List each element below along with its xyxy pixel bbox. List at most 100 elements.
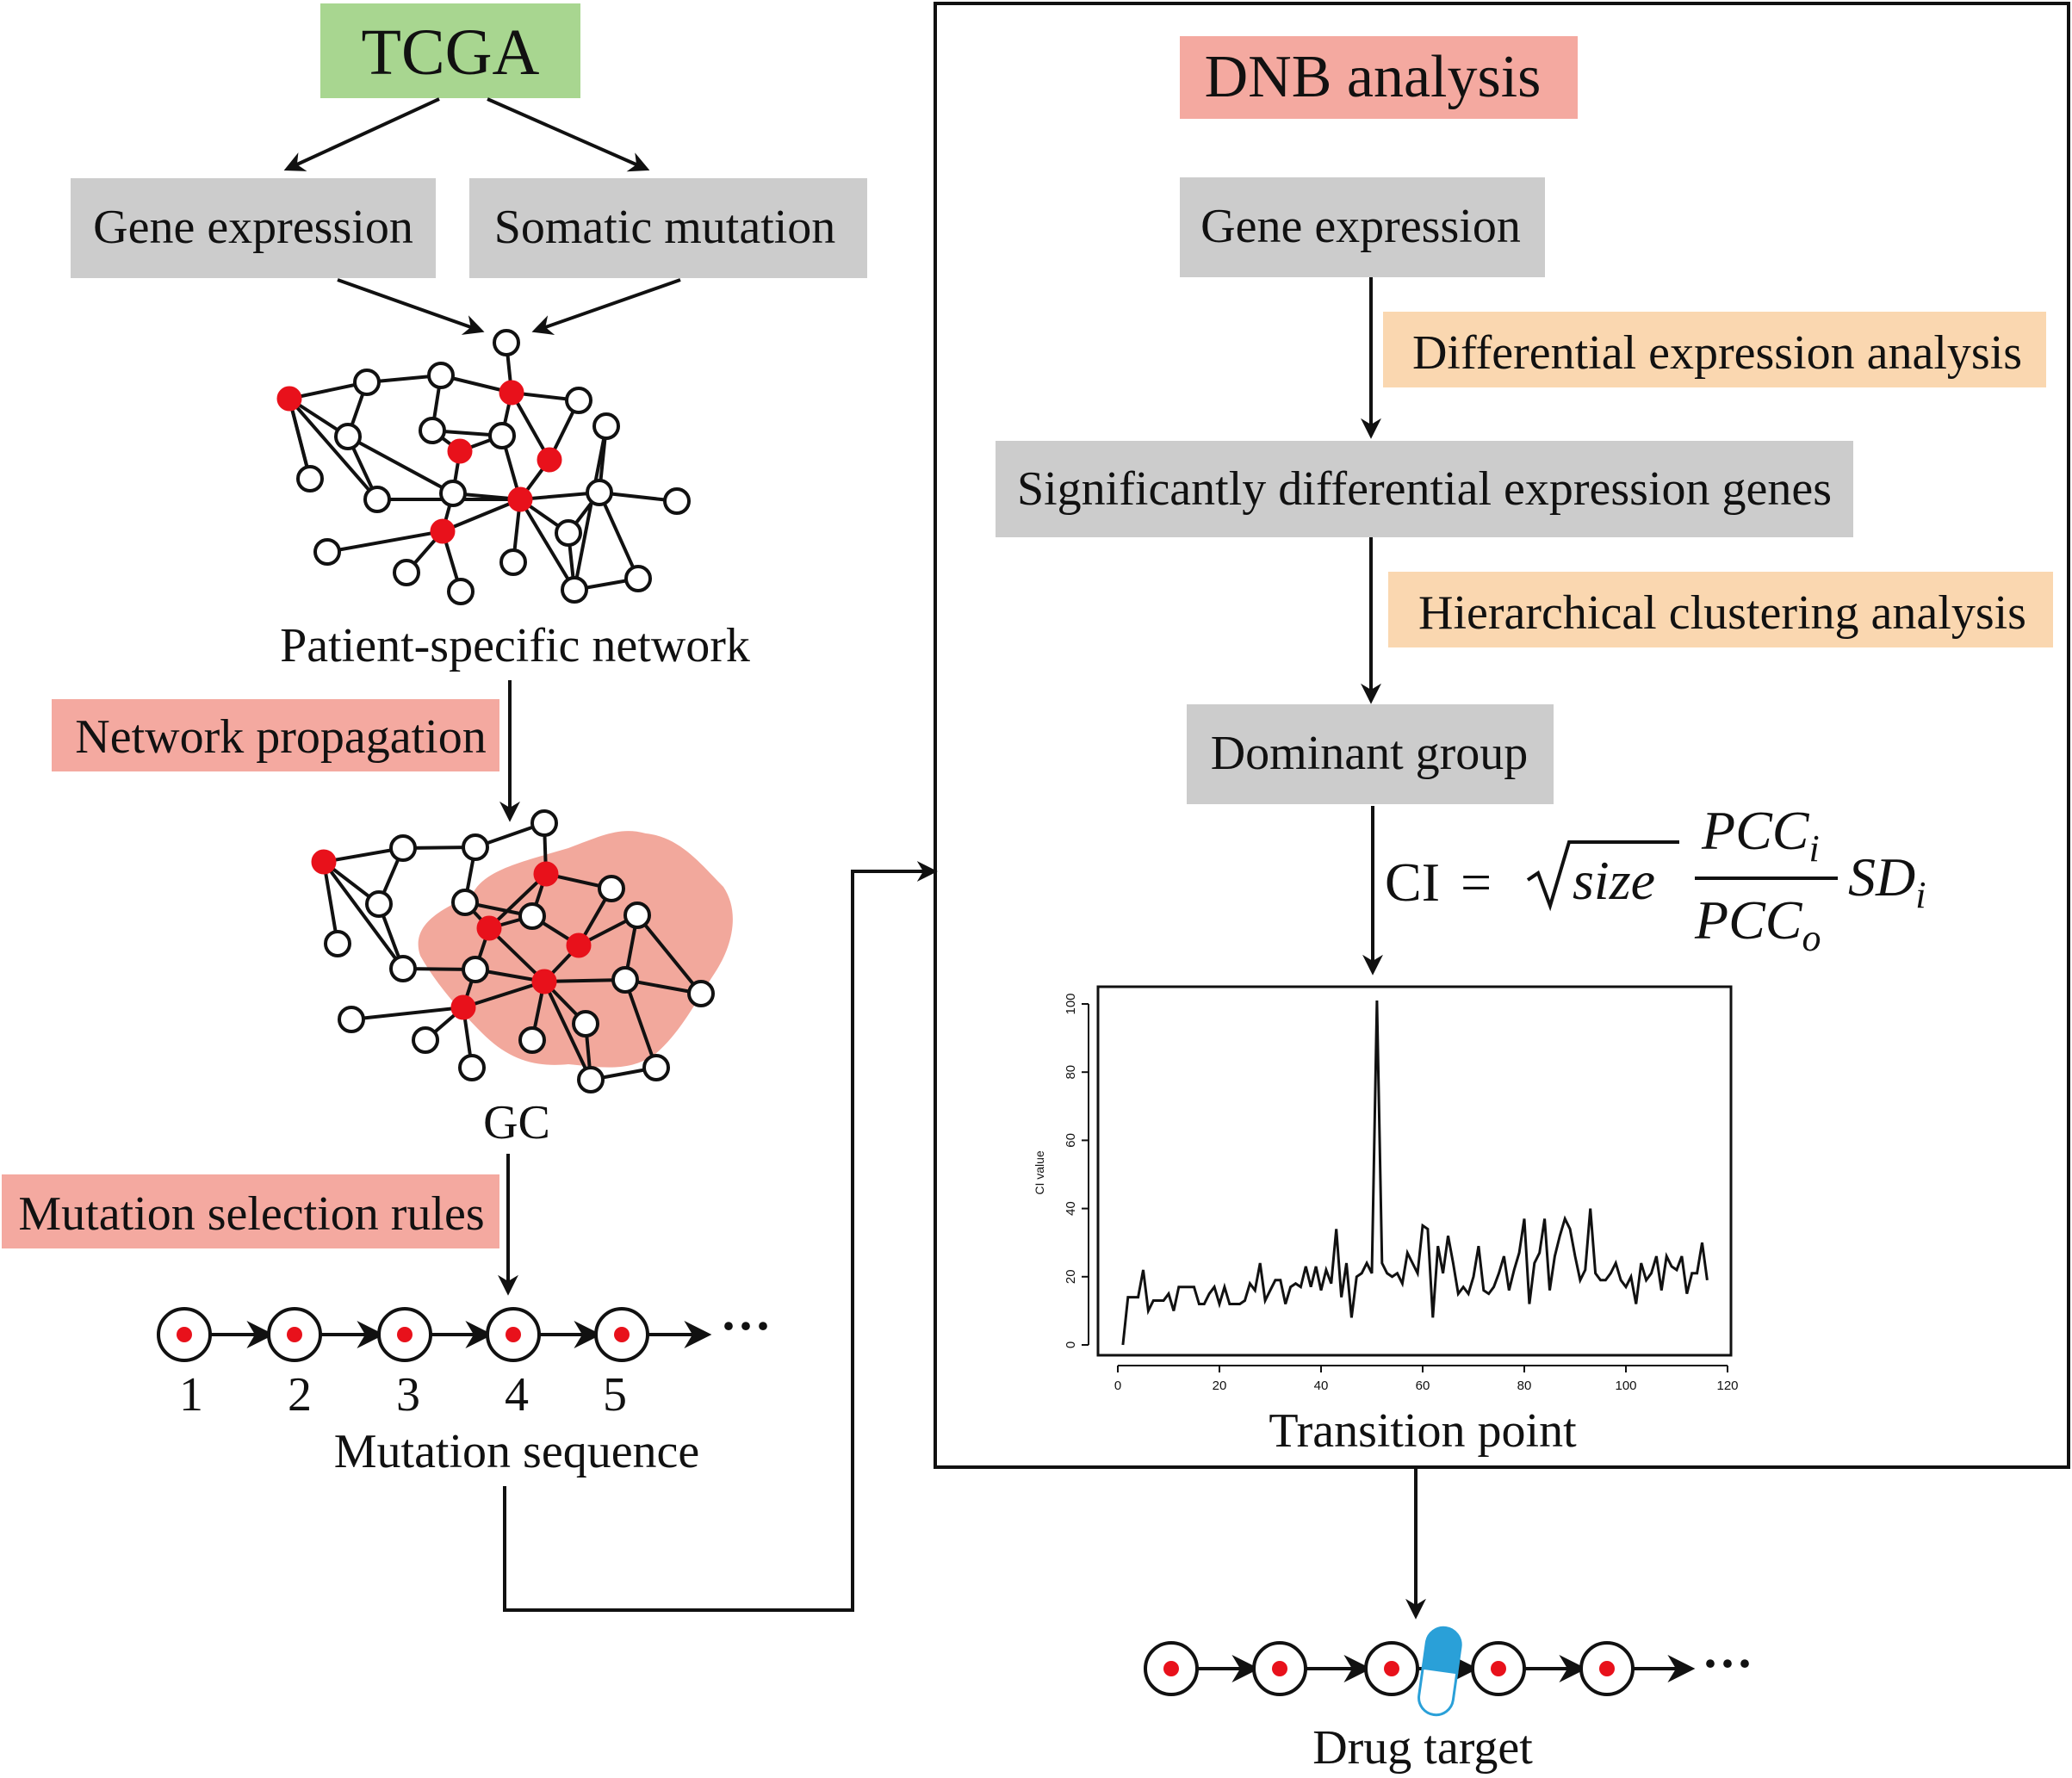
gene-node: [530, 809, 558, 837]
y-tick-label: 60: [1064, 1133, 1078, 1148]
gene-node: [365, 890, 393, 918]
drug-target-ellipsis: ···: [1702, 1635, 1753, 1692]
transition-point-caption: Transition point: [1269, 1404, 1577, 1458]
mutated-gene-node: [507, 486, 533, 512]
gene-node: [324, 930, 351, 957]
patient-specific-network: [276, 329, 691, 605]
gene-node: [427, 362, 455, 389]
formula-equals: =: [1461, 852, 1492, 913]
mutated-gene-node: [499, 380, 524, 406]
y-tick-label: 80: [1064, 1065, 1078, 1080]
formula-lhs: CI: [1385, 852, 1440, 913]
gene-node: [598, 875, 625, 902]
network-edge: [623, 979, 658, 1069]
network-edge: [462, 980, 545, 1009]
network-edge: [322, 861, 339, 945]
gene-node: [353, 369, 381, 396]
network-edge: [322, 860, 405, 970]
mutation-dot: [506, 1327, 521, 1342]
network-edge: [442, 498, 521, 533]
mutation-dot: [1384, 1661, 1399, 1676]
mutated-gene-node: [311, 849, 337, 875]
gene-expression-label-left: Gene expression: [93, 201, 413, 254]
x-tick-label: 20: [1213, 1378, 1227, 1393]
gene-expression-label-right: Gene expression: [1200, 200, 1521, 253]
gene-node: [623, 901, 651, 929]
differential-analysis-label: Differential expression analysis: [1412, 326, 2022, 380]
gene-node: [611, 966, 639, 994]
gene-node: [592, 412, 620, 440]
formula-sd: SDi: [1848, 846, 1926, 916]
connector-sequence-to-dnb: [503, 861, 938, 1612]
network-edge: [518, 498, 576, 592]
network-edge: [573, 425, 608, 591]
x-tick-label: 80: [1517, 1378, 1532, 1393]
sequence-number: 4: [505, 1368, 529, 1422]
significant-genes-label: Significantly differential expression ge…: [1017, 462, 1832, 516]
chart-series: [1121, 1000, 1709, 1346]
mutation-dot: [614, 1327, 630, 1342]
gene-node: [642, 1054, 670, 1081]
gene-node: [393, 559, 420, 586]
ci-formula: CI = size PCCi PCCo SDi: [1385, 800, 1926, 959]
x-tick-label: 40: [1314, 1378, 1329, 1393]
drug-target-sequence: [1144, 1641, 1696, 1696]
clustering-analysis-label: Hierarchical clustering analysis: [1418, 586, 2026, 640]
x-tick-label: 0: [1114, 1378, 1121, 1393]
x-tick-label: 120: [1716, 1378, 1738, 1393]
chart-ylabel: CI value: [1033, 1150, 1046, 1195]
mutation-dot: [1491, 1661, 1506, 1676]
tcga-label: TCGA: [362, 16, 540, 89]
x-tick-label: 100: [1615, 1378, 1636, 1393]
gc-network: [311, 809, 715, 1093]
dominant-group-label: Dominant group: [1211, 727, 1529, 780]
chart-frame: [1096, 985, 1733, 1357]
gene-node: [334, 423, 362, 450]
gene-node: [451, 889, 479, 916]
dnb-title-box: [1180, 36, 1578, 119]
mutation-sequence: [157, 1307, 712, 1362]
gene-node: [493, 329, 520, 356]
sequence-ellipsis: ···: [720, 1298, 772, 1354]
dnb-title: DNB analysis: [1205, 44, 1542, 110]
gene-node: [389, 834, 417, 862]
gene-node: [458, 1054, 486, 1081]
mutation-dot: [1599, 1661, 1615, 1676]
gene-node: [565, 387, 592, 414]
mutation-dot: [287, 1327, 302, 1342]
gene-expression-box-left: [71, 178, 436, 278]
formula-numerator: PCCi: [1701, 800, 1820, 870]
gene-expression-box-right: [1180, 177, 1545, 277]
sequence-number: 1: [179, 1368, 203, 1422]
gene-node: [296, 465, 324, 493]
somatic-mutation-box: [469, 178, 867, 278]
mutation-dot: [1272, 1661, 1287, 1676]
gene-node: [412, 1026, 439, 1054]
mutated-gene-node: [447, 438, 473, 464]
arrow-mutation-to-network: [531, 278, 681, 335]
network-edge: [288, 397, 379, 501]
mutation-dot: [1163, 1661, 1179, 1676]
capsule-icon: [1418, 1626, 1462, 1717]
mutated-gene-node: [566, 932, 592, 958]
network-edge: [347, 435, 454, 495]
mutation-dot: [397, 1327, 413, 1342]
significant-genes-box: [996, 441, 1853, 537]
formula-denominator: PCCo: [1694, 889, 1821, 959]
mutated-gene-node: [476, 915, 502, 941]
dnb-panel: [934, 2, 2070, 1469]
network-propagation-box: [52, 699, 499, 771]
y-tick-label: 100: [1064, 993, 1078, 1014]
mutated-gene-node: [276, 386, 302, 412]
gc-caption: GC: [483, 1096, 550, 1149]
gene-node: [624, 565, 652, 592]
y-tick-label: 40: [1064, 1201, 1078, 1216]
mutated-gene-node: [450, 994, 476, 1020]
sequence-number: 3: [396, 1368, 420, 1422]
mutation-rules-label: Mutation selection rules: [18, 1187, 484, 1241]
